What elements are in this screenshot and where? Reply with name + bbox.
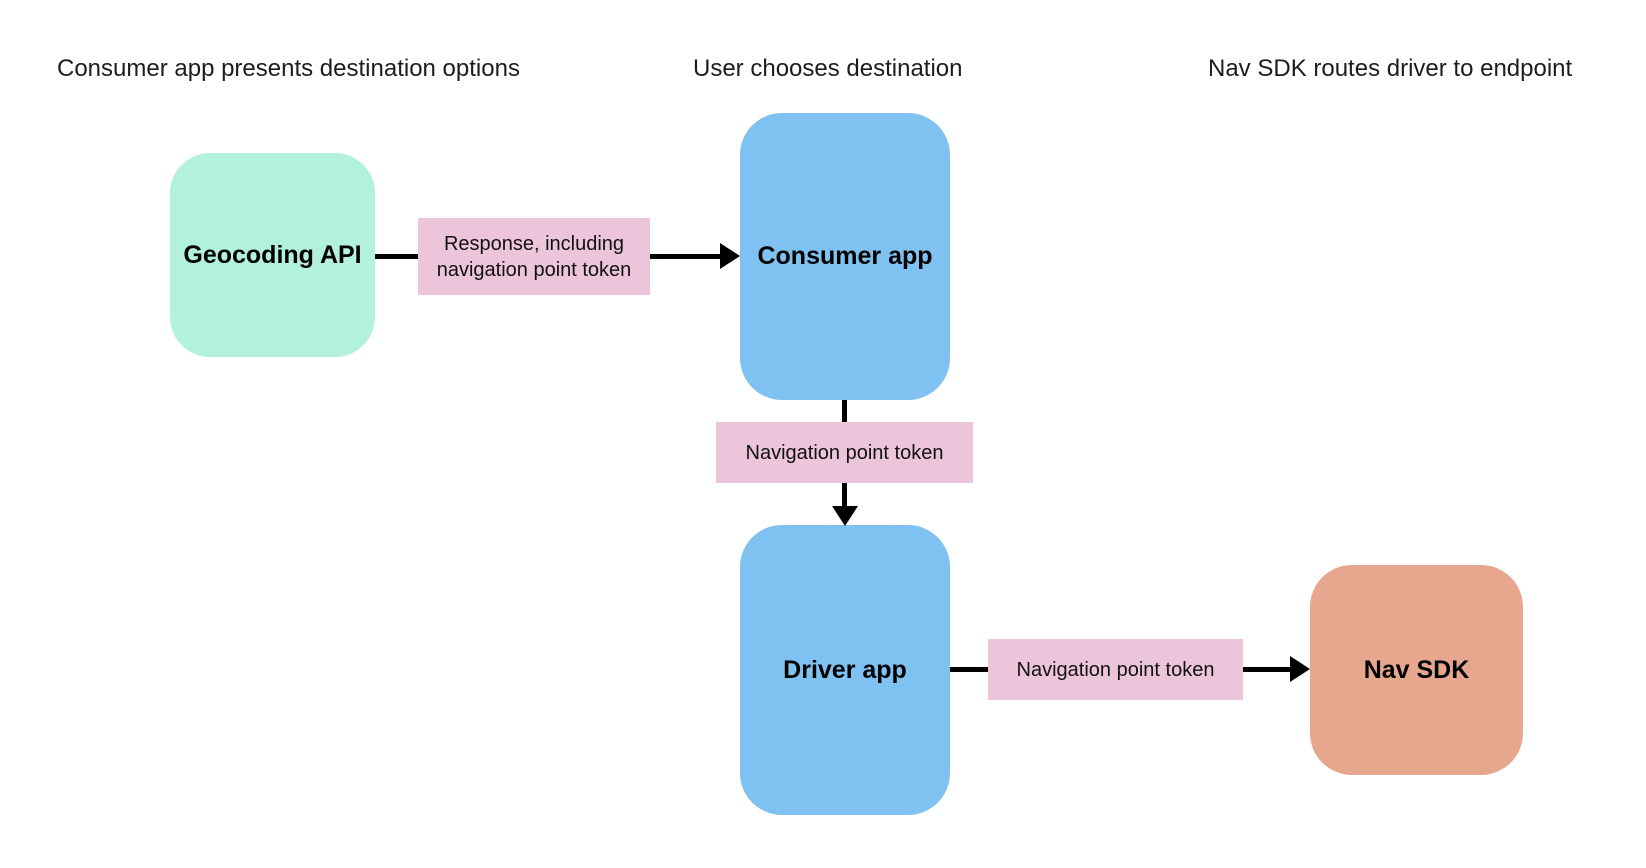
edge-label-navigation-point-token-horizontal: Navigation point token <box>988 639 1243 700</box>
connector-consumer-to-label <box>842 400 847 422</box>
phase-header-user-chooses: User chooses destination <box>693 55 963 82</box>
node-geocoding-api: Geocoding API <box>170 153 375 357</box>
connector-driver-to-label <box>950 667 988 672</box>
node-nav-sdk: Nav SDK <box>1310 565 1523 775</box>
arrowhead-into-driver-app <box>832 506 858 526</box>
phase-header-navsdk-routes: Nav SDK routes driver to endpoint <box>1208 55 1573 82</box>
phase-header-consumer-presents: Consumer app presents destination option… <box>57 55 520 82</box>
edge-label-response-including-token: Response, including navigation point tok… <box>418 218 650 295</box>
connector-label-to-driver <box>842 483 847 507</box>
node-driver-app: Driver app <box>740 525 950 815</box>
node-consumer-app: Consumer app <box>740 113 950 400</box>
connector-label-to-navsdk <box>1243 667 1290 672</box>
edge-label-navigation-point-token-vertical: Navigation point token <box>716 422 973 483</box>
connector-label-to-consumer <box>650 254 720 259</box>
arrowhead-into-nav-sdk <box>1290 656 1310 682</box>
arrowhead-into-consumer-app <box>720 243 740 269</box>
connector-geocoding-to-label <box>375 254 418 259</box>
